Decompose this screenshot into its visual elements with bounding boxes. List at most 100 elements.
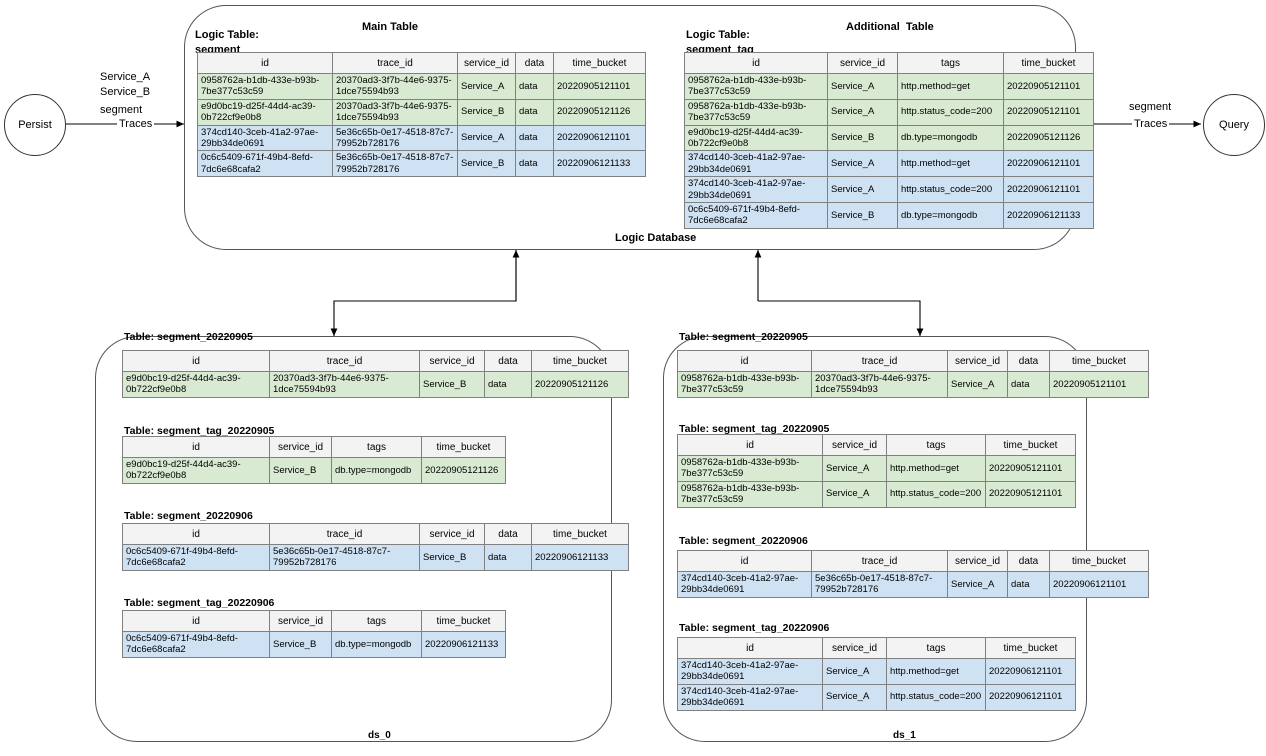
table-cell: 20220906121101 xyxy=(1049,571,1149,598)
table-cell: 20220905121126 xyxy=(421,457,506,484)
table-cell: 0958762a-b1db-433e-b93b-7be377c53c59 xyxy=(677,371,812,398)
table-cell: 20370ad3-3f7b-44e6-9375-1dce75594b93 xyxy=(332,73,458,100)
table-cell: 20220906121133 xyxy=(531,544,629,571)
column-header: service_id xyxy=(947,350,1008,372)
column-header: service_id xyxy=(827,52,898,74)
table-cell: db.type=mongodb xyxy=(897,201,1004,229)
column-header: time_bucket xyxy=(985,434,1076,456)
column-header: time_bucket xyxy=(985,637,1076,659)
left-edge-traces-label: Traces xyxy=(117,117,155,132)
table-cell: Service_A xyxy=(457,124,516,152)
table-cell: db.type=mongodb xyxy=(331,631,422,658)
column-header: time_bucket xyxy=(531,350,629,372)
main-table-title: Main Table xyxy=(362,21,419,33)
ds0-t4-title: Table: segment_tag_20220906 xyxy=(124,597,275,609)
table-cell: 20370ad3-3f7b-44e6-9375-1dce75594b93 xyxy=(811,371,948,398)
table-cell: 0958762a-b1db-433e-b93b-7be377c53c59 xyxy=(684,73,828,100)
table-cell: Service_B xyxy=(457,150,516,178)
column-header: trace_id xyxy=(269,523,420,545)
table-cell: 0958762a-b1db-433e-b93b-7be377c53c59 xyxy=(677,455,823,482)
table-cell: Service_A xyxy=(827,176,898,203)
table-cell: Service_B xyxy=(419,544,485,571)
column-header: id xyxy=(122,436,270,458)
table-cell: 20370ad3-3f7b-44e6-9375-1dce75594b93 xyxy=(269,371,420,398)
column-header: time_bucket xyxy=(421,610,506,632)
column-header: service_id xyxy=(419,350,485,372)
table-cell: 374cd140-3ceb-41a2-97ae-29bb34de0691 xyxy=(684,150,828,178)
column-header: data xyxy=(484,523,532,545)
table-cell: 374cd140-3ceb-41a2-97ae-29bb34de0691 xyxy=(677,658,823,685)
table-cell: http.method=get xyxy=(897,73,1004,100)
column-header: trace_id xyxy=(811,550,948,572)
table-cell: e9d0bc19-d25f-44d4-ac39-0b722cf9e0b8 xyxy=(684,124,828,152)
column-header: service_id xyxy=(822,637,887,659)
column-header: id xyxy=(197,52,333,74)
table-cell: 5e36c65b-0e17-4518-87c7-79952b728176 xyxy=(811,571,948,598)
table-cell: 20220906121133 xyxy=(553,150,646,178)
ds0-caption: ds_0 xyxy=(368,730,391,741)
column-header: tags xyxy=(897,52,1004,74)
table-cell: 0958762a-b1db-433e-b93b-7be377c53c59 xyxy=(197,73,333,100)
column-header: data xyxy=(1007,550,1050,572)
table-cell: 20220906121101 xyxy=(1003,150,1094,178)
table-cell: e9d0bc19-d25f-44d4-ac39-0b722cf9e0b8 xyxy=(197,98,333,126)
column-header: data xyxy=(1007,350,1050,372)
column-header: id xyxy=(122,350,270,372)
table-cell: 20220906121101 xyxy=(553,124,646,152)
logic-database-caption: Logic Database xyxy=(615,232,697,244)
table-cell: 0c6c5409-671f-49b4-8efd-7dc6e68cafa2 xyxy=(122,631,270,658)
table-cell: 20220905121101 xyxy=(985,480,1076,508)
table-cell: 20220905121126 xyxy=(1003,124,1094,152)
right-edge-traces-label: Traces xyxy=(1132,117,1170,132)
left-edge-segment-label: segment xyxy=(100,104,143,116)
table-cell: 0c6c5409-671f-49b4-8efd-7dc6e68cafa2 xyxy=(197,150,333,178)
table-cell: Service_A xyxy=(827,98,898,126)
table-cell: http.status_code=200 xyxy=(886,480,986,508)
table-cell: 0c6c5409-671f-49b4-8efd-7dc6e68cafa2 xyxy=(684,201,828,229)
table-cell: http.method=get xyxy=(897,150,1004,178)
ds0-t1-title: Table: segment_20220905 xyxy=(124,331,253,343)
table-cell: 20220905121101 xyxy=(1003,73,1094,100)
column-header: id xyxy=(677,550,812,572)
column-header: time_bucket xyxy=(1049,550,1149,572)
persist-node[interactable]: Persist xyxy=(4,94,66,156)
ds1-t3-title: Table: segment_20220906 xyxy=(679,535,808,547)
table-cell: 20220906121133 xyxy=(421,631,506,658)
table-cell: data xyxy=(484,544,532,571)
table-cell: 5e36c65b-0e17-4518-87c7-79952b728176 xyxy=(269,544,420,571)
table-cell: data xyxy=(515,73,554,100)
column-header: id xyxy=(677,637,823,659)
column-header: time_bucket xyxy=(553,52,646,74)
column-header: service_id xyxy=(457,52,516,74)
table-cell: 20220905121126 xyxy=(531,371,629,398)
column-header: service_id xyxy=(269,610,332,632)
column-header: service_id xyxy=(822,434,887,456)
ds1-t1-title: Table: segment_20220905 xyxy=(679,331,808,343)
table-cell: Service_A xyxy=(822,683,887,711)
table-cell: Service_A xyxy=(827,73,898,100)
column-header: time_bucket xyxy=(1003,52,1094,74)
table-cell: Service_A xyxy=(822,658,887,685)
column-header: id xyxy=(677,434,823,456)
table-cell: e9d0bc19-d25f-44d4-ac39-0b722cf9e0b8 xyxy=(122,371,270,398)
query-node[interactable]: Query xyxy=(1203,94,1265,156)
column-header: id xyxy=(122,610,270,632)
